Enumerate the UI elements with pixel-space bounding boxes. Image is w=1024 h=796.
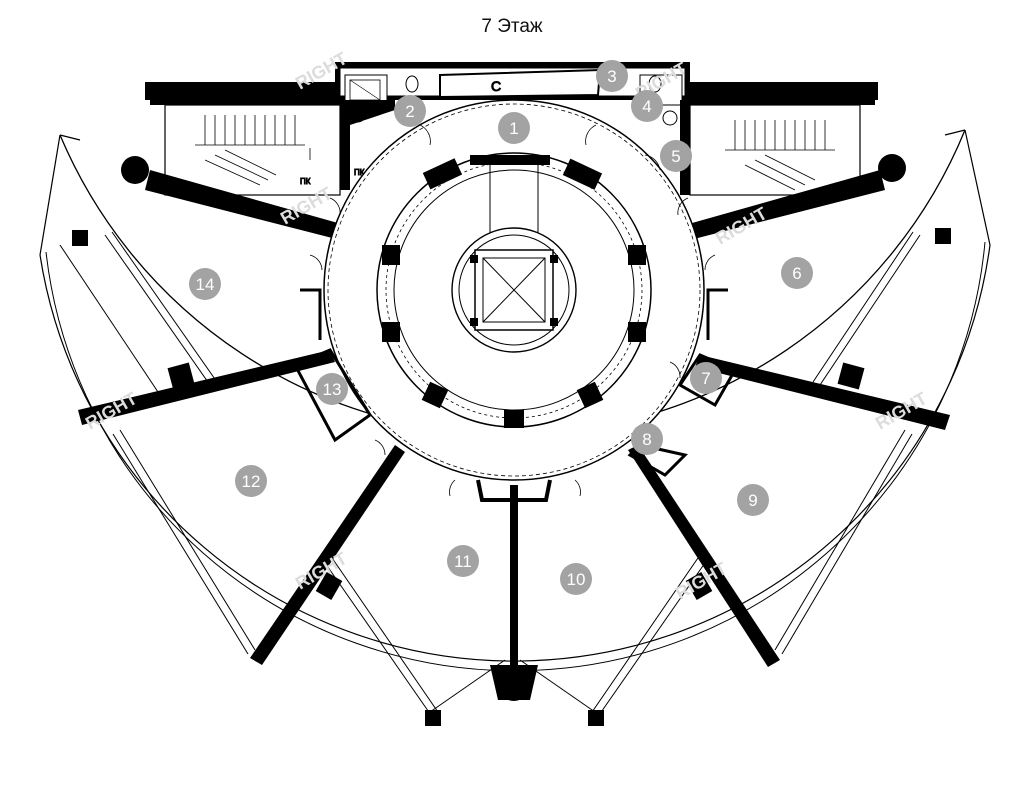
svg-text:11: 11: [454, 552, 472, 571]
svg-text:1: 1: [509, 119, 518, 138]
central-core: [323, 99, 705, 502]
svg-text:9: 9: [748, 491, 757, 510]
room-badge-11[interactable]: 11: [447, 545, 479, 577]
door-swings: [309, 124, 716, 497]
room-badge-9[interactable]: 9: [737, 484, 769, 516]
room-badge-1[interactable]: 1: [498, 112, 530, 144]
room-badge-14[interactable]: 14: [189, 268, 221, 300]
svg-text:7: 7: [701, 369, 710, 388]
right-stairwell: [680, 100, 861, 196]
left-stairwell: ПК ПК: [164, 100, 395, 196]
svg-text:10: 10: [567, 570, 586, 589]
room-badge-12[interactable]: 12: [235, 465, 267, 497]
corridor-label: С: [491, 78, 501, 94]
radial-walls: [72, 154, 951, 726]
small-rooms: [292, 288, 738, 477]
svg-text:3: 3: [607, 67, 616, 86]
room-badge-7[interactable]: 7: [690, 362, 722, 394]
svg-text:6: 6: [792, 264, 801, 283]
office-partitions: [59, 231, 921, 719]
floor-title: 7 Этаж: [481, 16, 543, 37]
room-badge-5[interactable]: 5: [660, 140, 692, 172]
svg-text:8: 8: [642, 430, 651, 449]
room-badge-4[interactable]: 4: [631, 90, 663, 122]
svg-text:14: 14: [196, 275, 215, 294]
room-badge-2[interactable]: 2: [394, 95, 426, 127]
facade-outer-line-2: [39, 244, 991, 662]
fire-hydrant-label-center: ПК: [354, 168, 365, 177]
room-badge-6[interactable]: 6: [781, 257, 813, 289]
room-badge-3[interactable]: 3: [596, 60, 628, 92]
svg-text:4: 4: [642, 97, 651, 116]
fire-hydrant-label-left: ПК: [300, 177, 311, 186]
room-badge-13[interactable]: 13: [316, 373, 348, 405]
room-badge-10[interactable]: 10: [560, 563, 592, 595]
room-badges: 1 2 3 4 5 6 7 8 9 10 11 12 13 14: [189, 60, 813, 595]
svg-text:13: 13: [323, 380, 342, 399]
svg-text:5: 5: [671, 147, 680, 166]
svg-text:12: 12: [242, 472, 261, 491]
room-badge-8[interactable]: 8: [631, 423, 663, 455]
svg-text:2: 2: [405, 102, 414, 121]
